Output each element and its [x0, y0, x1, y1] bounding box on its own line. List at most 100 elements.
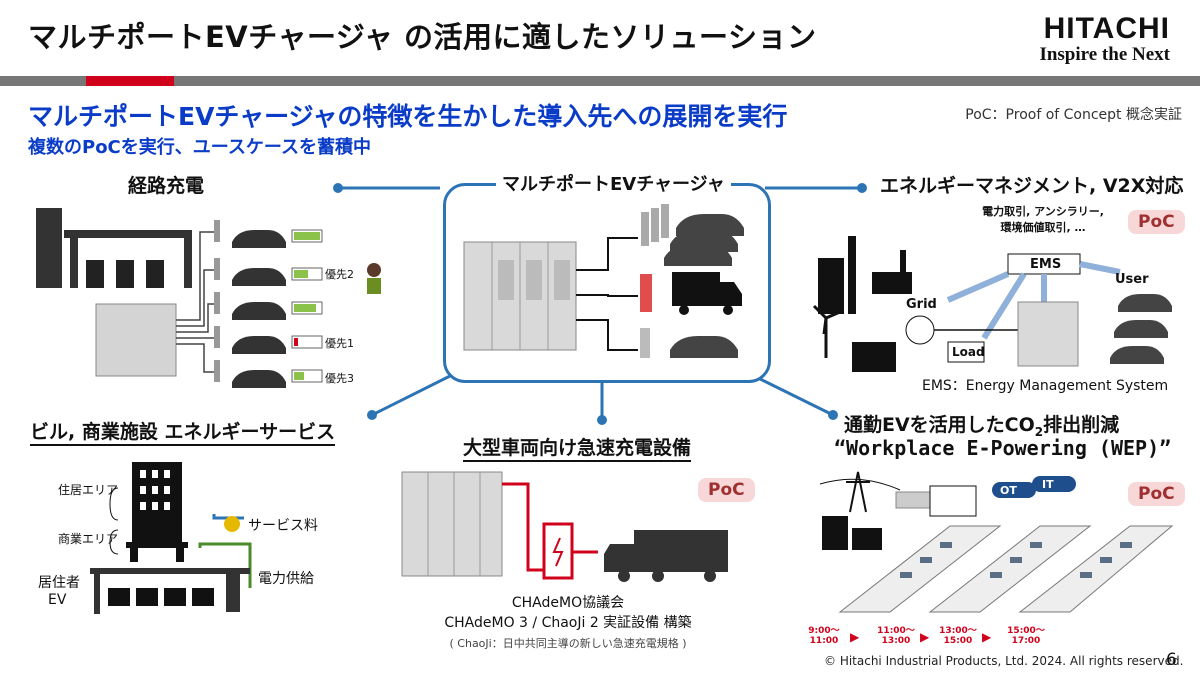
schedule-slot: 11:00～13:00 [876, 626, 916, 646]
parked-cars [900, 542, 1132, 578]
power-supply-label: 電力供給 [258, 571, 314, 587]
ems-title: エネルギーマネジメント, V2X対応 [880, 175, 1184, 197]
ems-grid-label: Grid [906, 297, 937, 312]
commercial-label: 商業エリア [58, 532, 119, 546]
arrow-right-icon: ▶ [982, 630, 992, 644]
schedule-slot: 9:00～11:00 [806, 626, 842, 646]
priority-label: 優先3 [325, 372, 354, 385]
car-icons [108, 588, 214, 606]
arrow-right-icon: ▶ [920, 630, 930, 644]
schedule-from: 13:00～ [939, 626, 977, 636]
connector-dot [333, 183, 343, 193]
parking-lots [838, 525, 1174, 613]
headline: マルチポートEVチャージャの特徴を生かした導入先への展開を実行 [28, 102, 788, 131]
resident-label-line2: EV [48, 592, 67, 608]
ems-load-label: Load [952, 345, 985, 359]
grid-icon [905, 315, 935, 345]
ems-box-label: EMS [1030, 257, 1062, 272]
car-icons [232, 230, 286, 388]
factory-icon [822, 516, 882, 550]
heavy-line2: CHAdeMO 3 / ChaoJi 2 実証設備 構築 [444, 615, 692, 631]
schedule-to: 17:00 [1011, 636, 1041, 646]
heavy-poc-badge: PoC [698, 478, 755, 502]
route-charging-illustration [36, 208, 381, 388]
schedule-from: 9:00～ [808, 626, 840, 636]
commute-subtitle: “Workplace E-Powering (WEP)” [834, 436, 1172, 460]
multiport-charger-illustration [463, 204, 744, 358]
power-plant-icons [818, 236, 912, 314]
center-charger-panel: マルチポートEVチャージャ [443, 170, 771, 383]
ems-poc-badge: PoC [1128, 210, 1185, 234]
hitachi-logo: HITACHI Inspire the Next [1039, 14, 1170, 66]
ems-caption: EMS：Energy Management System [922, 378, 1169, 394]
parking-lot-illustration [819, 471, 1174, 613]
connector-dot [828, 410, 838, 420]
schedule-to: 11:00 [809, 636, 839, 646]
wind-turbine-icon [812, 304, 841, 358]
ems-user-label: User [1115, 272, 1149, 287]
route-title: 経路充電 [128, 175, 205, 197]
commute-title-sub: 2 [1034, 424, 1044, 439]
schedule-to: 13:00 [881, 636, 911, 646]
it-label: IT [1042, 478, 1054, 491]
connector-dot [597, 415, 607, 425]
building-title: ビル, 商業施設 エネルギーサービス [30, 417, 336, 446]
commute-poc-badge: PoC [1128, 482, 1185, 506]
header-rule-accent [86, 76, 174, 86]
ems-market-note: 電力取引, アンシラリー, 環境価値取引, … [978, 203, 1108, 235]
connector-dot [857, 183, 867, 193]
connector-commute [751, 373, 834, 417]
poc-note: PoC：Proof of Concept 概念実証 [965, 107, 1182, 123]
solar-panel-icon [852, 342, 896, 372]
commute-title-pre: 通勤EVを活用したCO [844, 414, 1035, 436]
schedule-from: 15:00～ [1007, 626, 1045, 636]
heavy-line3: ( ChaoJi：日中共同主導の新しい急速充電規格 ) [449, 637, 687, 650]
connector-building [371, 373, 453, 417]
ems-charger [1017, 301, 1079, 367]
building-illustration [90, 462, 252, 614]
logo-brand: HITACHI [1043, 12, 1170, 45]
transmission-tower-icon [846, 471, 870, 513]
arrow-right-icon: ▶ [850, 630, 860, 644]
ot-label: OT [1000, 484, 1017, 497]
load-box [947, 341, 985, 363]
commute-title: 通勤EVを活用したCO2排出削減 [844, 410, 1119, 439]
schedule-from: 11:00～ [877, 626, 915, 636]
ems-market-note-line2: 環境価値取引, … [1000, 221, 1086, 234]
schedule-to: 15:00 [943, 636, 973, 646]
heavy-line1: CHAdeMO協議会 [511, 595, 625, 611]
center-label: マルチポートEVチャージャ [496, 170, 731, 196]
truck-icon [604, 530, 728, 582]
logo-tagline: Inspire the Next [1039, 44, 1170, 65]
ems-market-note-line1: 電力取引, アンシラリー, [982, 205, 1104, 218]
commute-title-post: 排出削減 [1043, 414, 1120, 436]
charger-cabinet [401, 471, 503, 577]
schedule-slot: 13:00～15:00 [938, 626, 978, 646]
heavy-caption: CHAdeMO協議会 CHAdeMO 3 / ChaoJi 2 実証設備 構築 … [398, 592, 738, 651]
ot-badge [992, 482, 1036, 498]
schedule-row: 9:00～11:00 ▶ 11:00～13:00 ▶ 13:00～15:00 ▶… [806, 626, 1056, 648]
quick-charger [640, 274, 652, 312]
ems-illustration [812, 236, 1172, 372]
truck-icon [672, 272, 742, 315]
coin-icon [224, 516, 240, 532]
residential-label: 住居エリア [58, 483, 119, 497]
header-rule [0, 76, 1200, 86]
person-icon [367, 263, 381, 277]
service-fee-label: サービス料 [248, 518, 318, 534]
resident-label-line1: 居住者 [38, 575, 80, 591]
priority-label: 優先1 [325, 337, 354, 350]
page-number: 6 [1166, 650, 1177, 670]
car-icon [670, 336, 738, 358]
car-icons [1110, 294, 1172, 364]
heavy-charger-illustration [401, 471, 728, 582]
priority-label: 優先2 [325, 268, 354, 281]
slide-title: マルチポートEVチャージャ の活用に適したソリューション [28, 20, 817, 54]
connector-dot [367, 410, 377, 420]
it-badge [1032, 476, 1076, 492]
schedule-slot: 15:00～17:00 [1006, 626, 1046, 646]
subheadline: 複数のPoCを実行、ユースケースを蓄積中 [28, 137, 371, 158]
car-icons [664, 214, 744, 266]
copyright: © Hitachi Industrial Products, Ltd. 2024… [824, 654, 1184, 668]
